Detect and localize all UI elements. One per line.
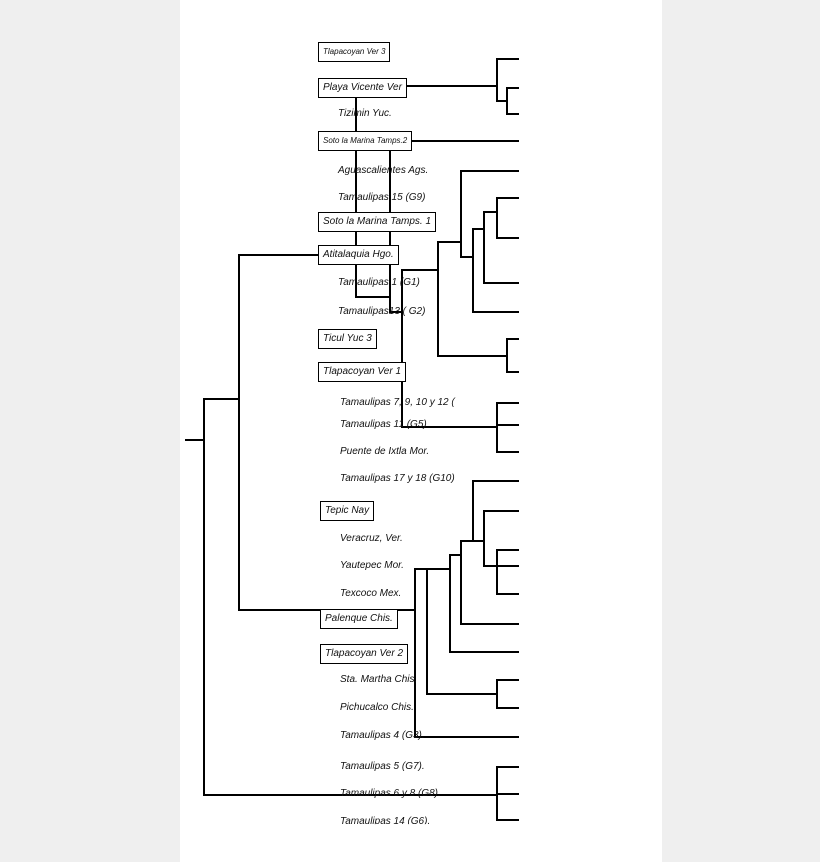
leaf-label-palenque-chis: Palenque Chis. (320, 609, 398, 629)
leaf-label-tepic-nay: Tepic Nay (320, 501, 375, 521)
leaf-label-pichucalco-chis: Pichucalco Chis. (340, 702, 414, 713)
leaf-label-tamaulipas-15-g9: Tamaulipas 15 (G9) (338, 192, 426, 203)
leaf-label-tizimin-yuc: Tizimin Yuc. (338, 108, 392, 119)
leaf-label-ticul-yuc-3: Ticul Yuc 3 (318, 329, 377, 349)
leaf-label-yautepec-mor: Yautepec Mor. (340, 560, 404, 571)
leaf-label-tlapacoyan-ver-1: Tlapacoyan Ver 1 (318, 362, 407, 382)
leaf-label-puente-de-ixtla-mor: Puente de Ixtla Mor. (340, 446, 430, 457)
leaf-label-tlapacoyan-ver-2: Tlapacoyan Ver 2 (320, 644, 409, 664)
leaf-label-soto-la-marina-tamps-1: Soto la Marina Tamps. 1 (318, 212, 437, 232)
leaf-label-aguascalientes-ags: Aguascalientes Ags. (338, 165, 429, 176)
leaf-label-soto-la-marina-tamps-2: Soto la Marina Tamps.2 (318, 131, 413, 151)
leaf-label-tamaulipas-17-18-g10: Tamaulipas 17 y 18 (G10) (340, 473, 455, 484)
leaf-label-playa-vicente-ver: Playa Vicente Ver (318, 78, 407, 98)
dendrogram-tree (185, 58, 519, 821)
leaf-label-tlapacoyan-ver-3: Tlapacoyan Ver 3 (318, 42, 391, 62)
leaf-label-sta-martha-chis: Sta. Martha Chis. (340, 674, 418, 685)
leaf-label-tamaulipas-14-g6: Tamaulipas 14 (G6). (340, 816, 431, 827)
leaf-label-tamaulipas-7-9-10-12: Tamaulipas 7, 9, 10 y 12 ( (340, 397, 455, 408)
leaf-label-texcoco-mex: Texcoco Mex. (340, 588, 402, 599)
leaf-label-tamaulipas-6-8-g8: Tamaulipas 6 y 8 (G8). (340, 788, 441, 799)
leaf-label-atitalaquia-hgo: Atitalaquia Hgo. (318, 245, 399, 265)
leaf-label-tamaulipas13-g2: Tamaulipas13 ( G2) (338, 306, 426, 317)
leaf-label-tamaulipas-11-g5: Tamaulipas 11 (G5) (340, 419, 427, 430)
leaf-label-veracruz-ver: Veracruz, Ver. (340, 533, 403, 544)
leaf-label-tamaulipas-5-g7: Tamaulipas 5 (G7). (340, 761, 425, 772)
leaf-label-tamaulipas-1-g1: Tamaulipas 1 (G1) (338, 277, 420, 288)
leaf-label-tamaulipas-4-g3: Tamaulipas 4 (G3). (340, 730, 425, 741)
